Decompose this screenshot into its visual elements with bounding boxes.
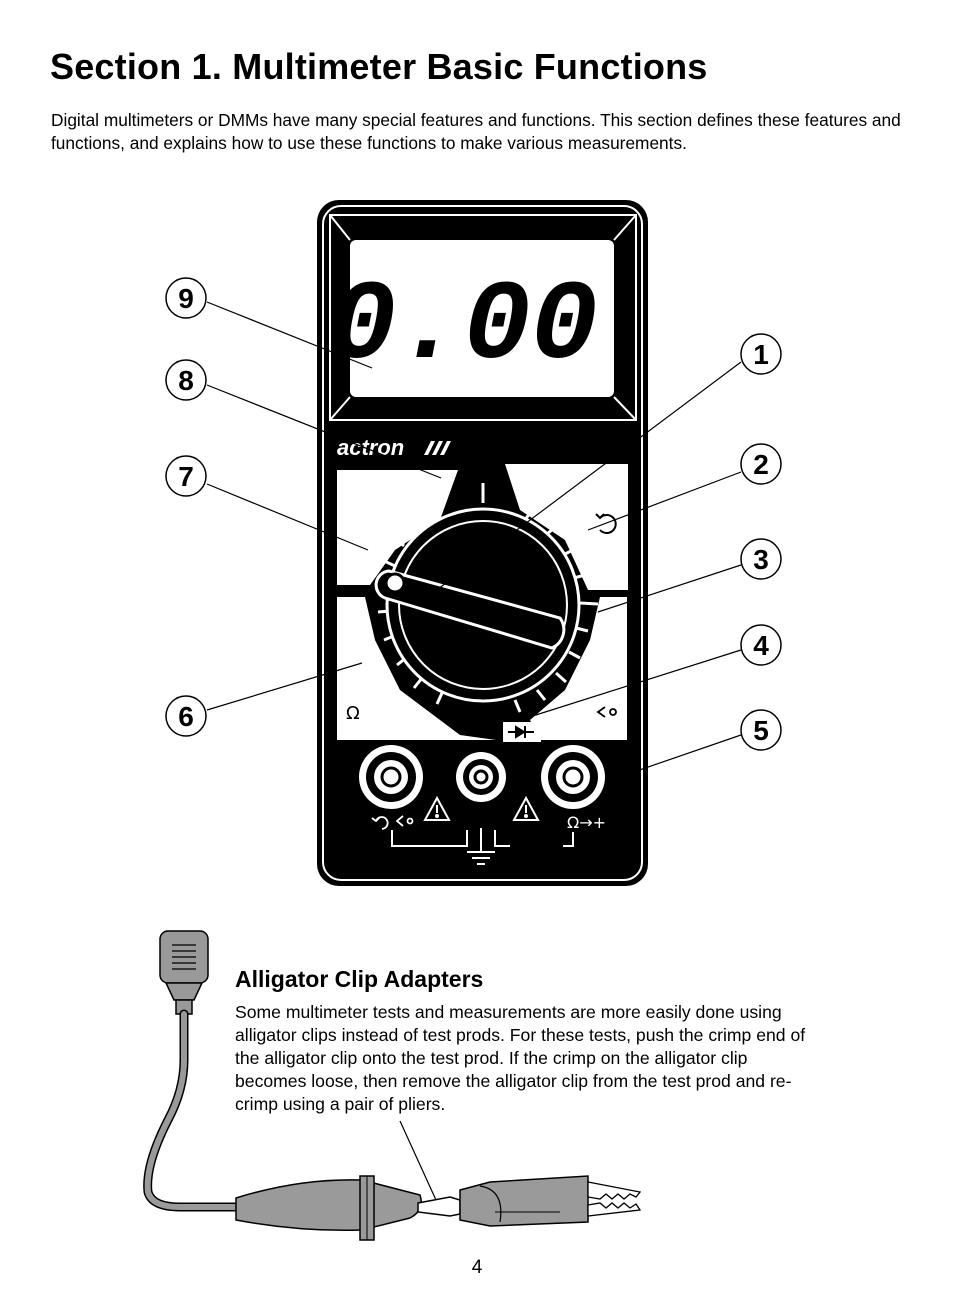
com-jack-left[interactable] [359, 745, 423, 809]
jack-function-icons-left [371, 815, 414, 830]
alligator-clip-section: Alligator Clip Adapters Some multimeter … [235, 966, 815, 1116]
callout-8: 8 [165, 359, 207, 401]
continuity-beeper-icon [596, 706, 617, 718]
brand-logo: actron [337, 435, 404, 460]
svg-text:7: 7 [178, 461, 194, 492]
ohm-symbol: Ω [346, 703, 360, 724]
multimeter-body: 0.00 actron Ω [317, 200, 648, 886]
clip-body-text: Some multimeter tests and measurements a… [235, 1002, 806, 1114]
brand-slashes [424, 441, 451, 455]
svg-text:8: 8 [178, 365, 194, 396]
ohm-diode-jack[interactable] [541, 745, 605, 809]
clip-heading: Alligator Clip Adapters [235, 966, 484, 992]
range-panel-lower-left [337, 597, 496, 740]
callout-2: 2 [740, 443, 782, 485]
range-panel-upper-right [505, 464, 628, 590]
ac-cycle-icon [595, 513, 617, 534]
ground-bracket-lines [391, 828, 574, 865]
intro-paragraph: Digital multimeters or DMMs have many sp… [51, 110, 901, 153]
svg-text:4: 4 [753, 630, 769, 661]
ohm-diode-label: Ω→+ [567, 813, 606, 832]
svg-text:3: 3 [753, 544, 769, 575]
alligator-clip-illustration [143, 930, 642, 1241]
com-jack-center[interactable] [456, 752, 506, 802]
svg-text:1: 1 [753, 339, 769, 370]
callout-5: 5 [740, 709, 782, 751]
callout-4: 4 [740, 624, 782, 666]
callout-leader-lines [206, 301, 742, 777]
callout-9: 9 [165, 277, 207, 319]
callout-3: 3 [740, 538, 782, 580]
svg-text:9: 9 [178, 283, 194, 314]
svg-text:6: 6 [178, 701, 194, 732]
callout-7: 7 [165, 455, 207, 497]
callout-1: 1 [740, 333, 782, 375]
range-panel-upper-left [337, 470, 458, 585]
svg-text:2: 2 [753, 449, 769, 480]
page-number: 4 [471, 1257, 483, 1278]
callout-6: 6 [165, 695, 207, 737]
warning-icon-left [423, 795, 451, 821]
dial-pointer[interactable] [374, 569, 566, 650]
page-title: Section 1. Multimeter Basic Functions [50, 46, 708, 87]
warning-icon-right [512, 795, 540, 821]
lcd-screen [350, 240, 614, 397]
diode-symbol-icon [508, 725, 534, 739]
range-panel-lower-right [530, 597, 627, 740]
lcd-reading: 0.00 [329, 264, 598, 391]
svg-text:5: 5 [753, 715, 769, 746]
